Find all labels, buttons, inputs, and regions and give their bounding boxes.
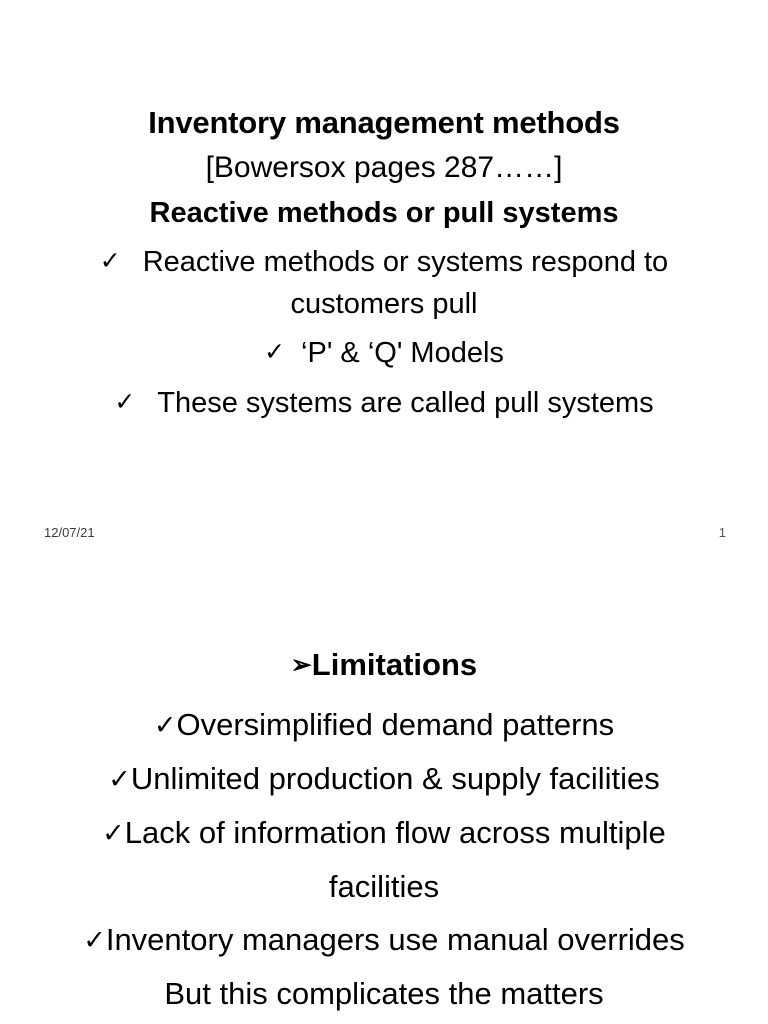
checkmark-icon: ✓ [264, 338, 286, 366]
arrowhead-bullet-icon: ➢ [290, 651, 312, 679]
slide-1-footer: 12/07/21 1 [0, 525, 768, 547]
list-item: ✓ ‘P' & ‘Q' Models [0, 331, 768, 374]
footer-date: 12/07/21 [44, 525, 95, 540]
list-item-label: Reactive methods or systems respond to [142, 246, 669, 278]
footer-page-number: 1 [718, 525, 726, 540]
checkmark-icon: ✓ [102, 818, 125, 848]
slide-2-heading: ➢Limitations [0, 645, 768, 685]
title-subheading: Reactive methods or pull systems [149, 197, 619, 229]
list-item-continuation: facilities [328, 869, 440, 904]
slide-1-title-block: Inventory management methods [Bowersox p… [0, 100, 768, 236]
slide-1-bullet-list: ✓Reactive methods or systems respond to … [0, 240, 768, 424]
list-item-label: These systems are called pull systems [157, 387, 654, 419]
list-item-label: Oversimplified demand patterns [176, 707, 615, 742]
list-item: ✓Oversimplified demand patterns [0, 698, 768, 752]
list-item: ✓Lack of information flow across multipl… [0, 806, 768, 860]
list-item-label: Inventory managers use manual overrides [105, 922, 685, 957]
list-item-continuation: But this complicates the matters [164, 976, 604, 1011]
list-item: ✓Unlimited production & supply facilitie… [0, 752, 768, 806]
slide-2-heading-label: Limitations [311, 647, 478, 682]
list-item: ✓Inventory managers use manual overrides [0, 913, 768, 967]
slide-1: Inventory management methods [Bowersox p… [0, 100, 768, 547]
list-item: ✓ Reactive methods or systems respond to [0, 240, 768, 283]
list-item: ✓ These systems are called pull systems [0, 381, 768, 424]
checkmark-icon: ✓ [153, 710, 177, 740]
list-item-label: ‘P' & ‘Q' Models [301, 337, 504, 369]
slide-2-bullet-list: ✓Oversimplified demand patterns ✓Unlimit… [0, 698, 768, 1020]
list-item-continuation: customers pull [290, 288, 478, 320]
list-item-label: Lack of information flow across multiple [124, 815, 666, 850]
title-reference: [Bowersox pages 287……] [205, 151, 563, 184]
checkmark-icon: ✓ [99, 247, 121, 275]
checkmark-icon: ✓ [83, 925, 106, 955]
checkmark-icon: ✓ [114, 388, 136, 416]
list-item-label: Unlimited production & supply facilities [130, 761, 660, 796]
checkmark-icon: ✓ [108, 764, 131, 794]
page-title: Inventory management methods [148, 105, 620, 140]
slide-2: ➢Limitations ✓Oversimplified demand patt… [0, 560, 768, 1024]
